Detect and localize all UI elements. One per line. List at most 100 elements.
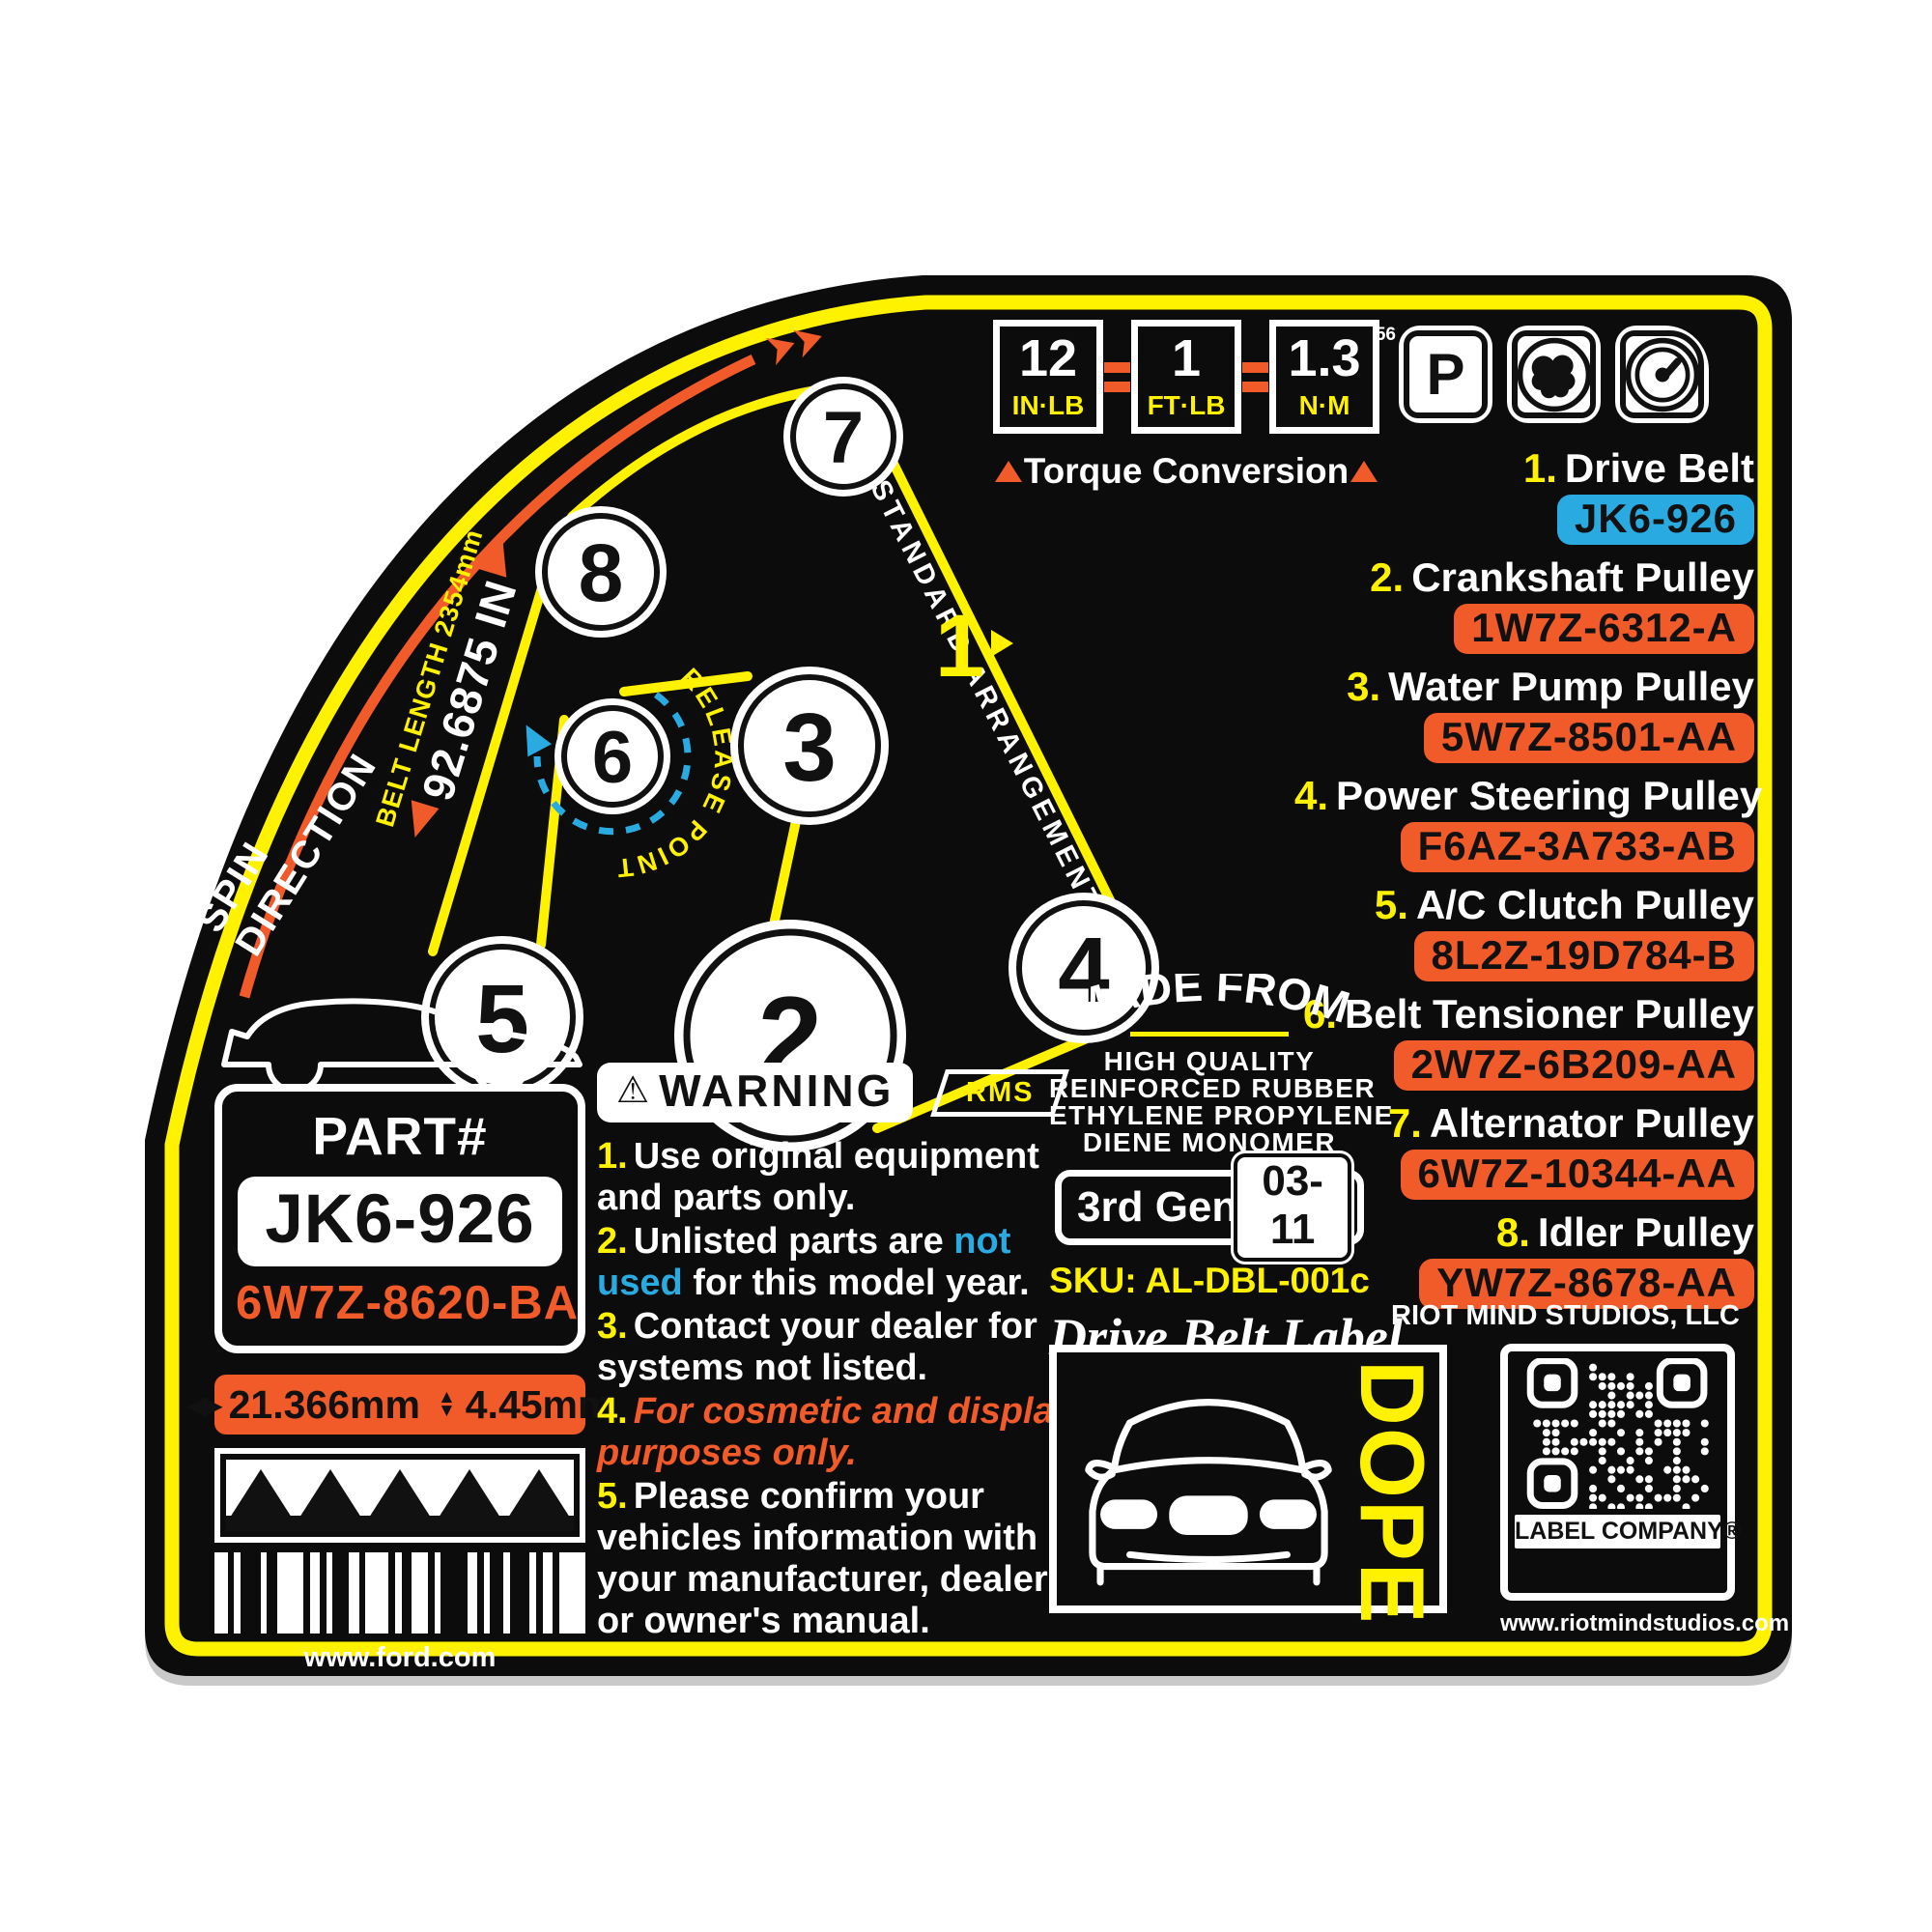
warning-item-number: 5. <box>597 1476 628 1517</box>
car-front-silhouette <box>1085 1399 1332 1586</box>
belt-teeth-icon <box>226 1469 574 1531</box>
warning-block: ⚠ WARNING RMS 1.Use original equipment a… <box>597 1063 1082 1644</box>
oem-number: 6W7Z-8620-BA <box>236 1277 580 1329</box>
part-code-badge: 2W7Z-6B209-AA <box>1393 1040 1754 1091</box>
equals-icon <box>1241 361 1269 392</box>
part-number-index: 6. <box>1302 991 1337 1037</box>
list-item: 7.Alternator Pulley 6W7Z-10344-AA <box>1294 1101 1754 1210</box>
part-name: Belt Tensioner Pulley <box>1345 991 1754 1037</box>
pulley-5-number: 5 <box>475 965 529 1073</box>
warning-item: 4.For cosmetic and display purposes only… <box>597 1391 1082 1474</box>
material-line: DIENE MONOMER <box>1082 1127 1337 1157</box>
pulley-7-number: 7 <box>823 397 864 479</box>
part-name: Alternator Pulley <box>1429 1100 1754 1146</box>
part-name: Water Pump Pulley <box>1388 664 1754 709</box>
part-code-badge: JK6-926 <box>1556 495 1754 545</box>
dope-box: DOPE <box>1049 1345 1447 1626</box>
part-number-index: 8. <box>1495 1209 1530 1255</box>
gauge-icon <box>1615 326 1709 423</box>
measure-arrow-icon <box>411 800 440 838</box>
list-item: 2.Crankshaft Pulley 1W7Z-6312-A <box>1294 555 1754 665</box>
spin-direction-arc <box>239 355 756 999</box>
publisher-website: www.riotmindstudios.com <box>1500 1610 1790 1636</box>
warning-item: 1.Use original equipment and parts only. <box>597 1136 1082 1219</box>
torque-value: 12 <box>1018 329 1078 387</box>
material-line: ETHYLENE PROPYLENE <box>1049 1100 1394 1130</box>
warning-triangle-icon: ⚠ <box>616 1070 650 1111</box>
generation-label: 3rd Gen <box>1077 1183 1238 1231</box>
parking-icon: P <box>1399 326 1492 423</box>
pulley-8-number: 8 <box>579 527 624 618</box>
pulley-6: 6 <box>554 698 670 814</box>
part-code-badge: 5W7Z-8501-AA <box>1423 713 1754 763</box>
parts-list: 1.Drive Belt JK6-926 2.Crankshaft Pulley… <box>1294 446 1762 1320</box>
made-from-title: MADE FROM <box>1064 974 1355 1030</box>
torque-conversion: 12 IN·LB 1 FT·LB 1.3 N·M 56 Torque Conve… <box>993 320 1396 492</box>
release-point-arrow-icon <box>526 724 553 757</box>
torque-unit: FT·LB <box>1147 390 1226 420</box>
parking-letter: P <box>1426 342 1465 407</box>
equals-icon <box>1103 361 1131 392</box>
warning-item-text: For cosmetic and display purposes only. <box>597 1391 1074 1473</box>
generation-years: 03-11 <box>1237 1157 1348 1258</box>
qr-code <box>1526 1358 1709 1509</box>
part-number-index: 2. <box>1370 554 1405 600</box>
generation-box: 3rd Gen 03-11 <box>1055 1157 1364 1258</box>
torque-caption: Torque Conversion <box>1023 451 1350 491</box>
part-code-badge: F6AZ-3A733-AB <box>1400 822 1754 872</box>
part-number-pill: JK6-926 <box>238 1177 562 1266</box>
part-number-index: 1. <box>1522 445 1557 491</box>
list-item: 3.Water Pump Pulley 5W7Z-8501-AA <box>1294 665 1754 774</box>
warning-item-highlight: not used <box>597 1221 1011 1303</box>
belt-marker-arrow-icon <box>991 630 1013 657</box>
warning-item-number: 4. <box>597 1391 628 1432</box>
sticker-yellow-border <box>164 295 1773 1657</box>
pulley-4: 4 <box>1009 893 1159 1043</box>
part-number-index: 5. <box>1374 882 1408 927</box>
yellow-underline <box>1130 1032 1289 1037</box>
spin-arrowhead-icon <box>793 329 822 358</box>
torque-box-nm: 1.3 N·M 56 <box>1269 320 1396 434</box>
pulley-8: 8 <box>535 506 667 638</box>
part-number-index: 7. <box>1387 1100 1422 1146</box>
torque-value: 1.3 <box>1288 329 1361 387</box>
list-item: 1.Drive Belt JK6-926 <box>1294 446 1754 555</box>
brain-icon <box>1507 326 1601 423</box>
part-panel-title: PART# <box>312 1106 488 1166</box>
part-code-badge: 8L2Z-19D784-B <box>1413 931 1754 981</box>
belt-marker-label: 1 <box>935 597 984 696</box>
qr-caption: LABEL COMPANY® <box>1515 1515 1741 1548</box>
header-icon-tiles: P <box>1399 326 1709 423</box>
up-down-arrows-icon: ▲▼ <box>437 1387 456 1421</box>
list-item: 6.Belt Tensioner Pulley 2W7Z-6B209-AA <box>1294 992 1754 1101</box>
list-item: 4.Power Steering Pulley F6AZ-3A733-AB <box>1294 773 1762 883</box>
part-number-panel: PART# JK6-926 6W7Z-8620-BA <box>214 1084 585 1353</box>
part-number-index: 3. <box>1347 664 1381 709</box>
warning-item: 5.Please confirm your vehicles informati… <box>597 1476 1082 1642</box>
part-code-badge: 6W7Z-10344-AA <box>1400 1150 1754 1200</box>
belt-profile-graphic <box>214 1448 585 1543</box>
triangle-up-icon <box>995 461 1022 482</box>
material-line: REINFORCED RUBBER <box>1049 1073 1377 1103</box>
pulley-7: 7 <box>783 377 903 497</box>
torque-unit: N·M <box>1298 390 1350 420</box>
warning-item-number: 2. <box>597 1221 628 1262</box>
part-name: Crankshaft Pulley <box>1411 554 1754 600</box>
pulley-6-number: 6 <box>592 717 633 799</box>
list-item: 5.A/C Clutch Pulley 8L2Z-19D784-B <box>1294 883 1754 992</box>
warning-item-text: Unlisted parts are <box>633 1221 954 1262</box>
torque-box-ftlb: 1 FT·LB <box>1131 320 1241 434</box>
rms-label: RMS <box>966 1076 1035 1108</box>
torque-superscript: 56 <box>1375 325 1396 345</box>
ford-website: www.ford.com <box>303 1642 497 1673</box>
torque-boxes: 12 IN·LB 1 FT·LB 1.3 N·M 56 <box>993 320 1396 434</box>
warning-item-text: Use original equipment and parts only. <box>597 1136 1039 1218</box>
barcode <box>214 1552 585 1634</box>
part-number-index: 4. <box>1294 773 1329 818</box>
warning-item-text: Please confirm your vehicles information… <box>597 1476 1048 1641</box>
belt-width: 21.366mm <box>228 1381 420 1427</box>
publisher-block: RIOT MIND STUDIOS, LLC LABEL COMPANY® ww… <box>1391 1300 1790 1637</box>
dope-label: DOPE <box>1342 1360 1443 1626</box>
warning-item-number: 1. <box>597 1136 628 1177</box>
warning-item-text: Contact your dealer for systems not list… <box>597 1306 1037 1388</box>
